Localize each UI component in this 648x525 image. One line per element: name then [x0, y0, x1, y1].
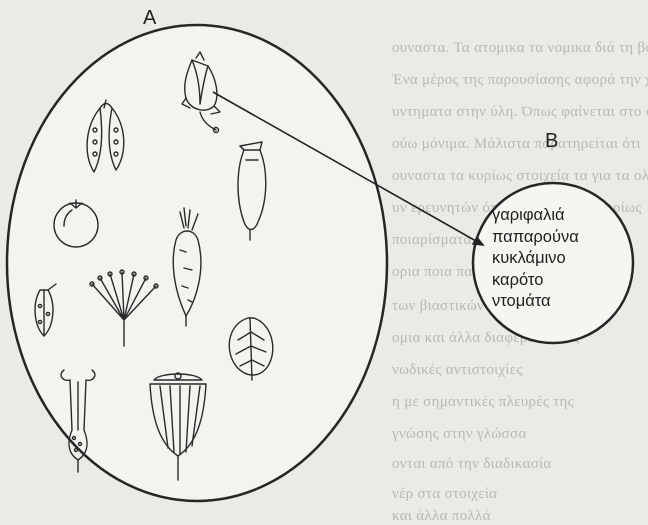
set-b-label: B — [545, 130, 558, 153]
set-b-item: κυκλάμινο — [492, 248, 632, 270]
set-a-oval — [7, 25, 387, 501]
set-a-label: A — [143, 7, 156, 30]
set-b-item: γαριφαλιά — [492, 205, 632, 227]
set-b-item: ντομάτα — [492, 291, 632, 313]
set-b-list: γαριφαλιά παπαρούνα κυκλάμινο καρότο ντο… — [492, 205, 632, 313]
set-b-item: καρότο — [492, 270, 632, 292]
set-b-item: παπαρούνα — [492, 227, 632, 249]
